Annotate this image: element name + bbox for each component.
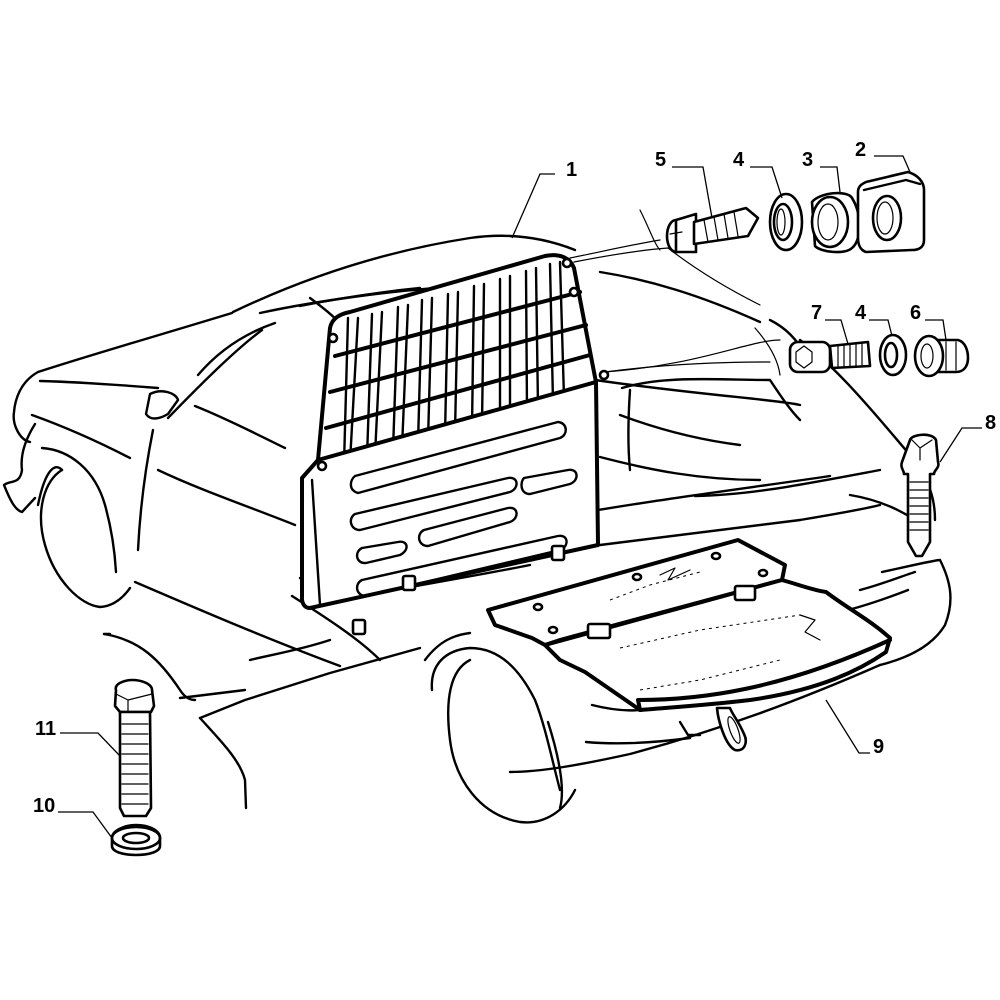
callout-2: 2 — [855, 139, 867, 161]
callout-3: 3 — [802, 149, 814, 171]
grille-panel-slots — [349, 420, 578, 598]
car-body-outline — [2, 209, 952, 824]
self-tapping-screw-part-5[interactable] — [665, 206, 760, 254]
washer-part-4-upper[interactable] — [768, 192, 804, 252]
cargo-grille-part-1[interactable] — [300, 253, 610, 636]
callout-5: 5 — [655, 149, 667, 171]
spacer-part-3[interactable] — [810, 191, 861, 254]
mounting-bolt-part-8[interactable] — [900, 433, 940, 558]
grille-mesh — [324, 260, 592, 466]
rivet-nut-part-6[interactable] — [913, 334, 970, 378]
callout-1: 1 — [566, 159, 578, 181]
leader-lines — [58, 155, 982, 839]
callout-9: 9 — [873, 736, 885, 758]
callout-11: 11 — [35, 718, 57, 740]
callout-4-lower: 4 — [855, 302, 867, 324]
washer-part-4-lower[interactable] — [878, 333, 908, 377]
flat-washer-part-10[interactable] — [110, 823, 162, 857]
square-nut-part-2[interactable] — [856, 170, 926, 254]
callout-10: 10 — [33, 795, 56, 817]
callout-4-upper: 4 — [733, 149, 745, 171]
callout-6: 6 — [910, 302, 922, 324]
callout-7: 7 — [811, 302, 823, 324]
callout-8: 8 — [985, 412, 997, 434]
hex-bolt-part-11[interactable] — [113, 678, 156, 818]
load-floor-panel-part-9[interactable] — [486, 538, 892, 752]
socket-head-screw-part-7[interactable] — [788, 340, 872, 374]
